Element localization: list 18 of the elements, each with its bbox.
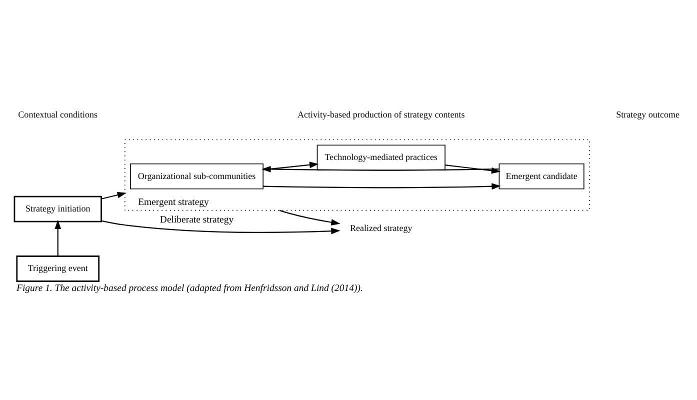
arrow bbox=[262, 166, 500, 172]
arrow bbox=[101, 192, 127, 200]
node-text: Realized strategy bbox=[350, 222, 412, 233]
caption: Figure 1. The activity-based process model (adapted from Henfridsson and Lind (2014)). bbox=[16, 283, 363, 294]
node-box: Emergent candidate bbox=[498, 163, 584, 190]
node-box: Organizational sub-communities bbox=[130, 163, 264, 190]
label: Strategy outcome bbox=[616, 110, 680, 120]
node-box: Strategy initiation bbox=[14, 196, 102, 222]
arrow bbox=[279, 210, 340, 226]
edge-label: Deliberate strategy bbox=[160, 214, 234, 226]
arrow bbox=[263, 183, 501, 190]
arrow bbox=[54, 220, 62, 256]
label: Contextual conditions bbox=[18, 110, 98, 120]
label: Activity-based production of strategy contents bbox=[298, 110, 465, 120]
arrow bbox=[445, 164, 501, 174]
node-box: Technology-mediated practices bbox=[316, 144, 446, 171]
arrow bbox=[101, 220, 340, 234]
node-box: Triggering event bbox=[16, 256, 100, 282]
